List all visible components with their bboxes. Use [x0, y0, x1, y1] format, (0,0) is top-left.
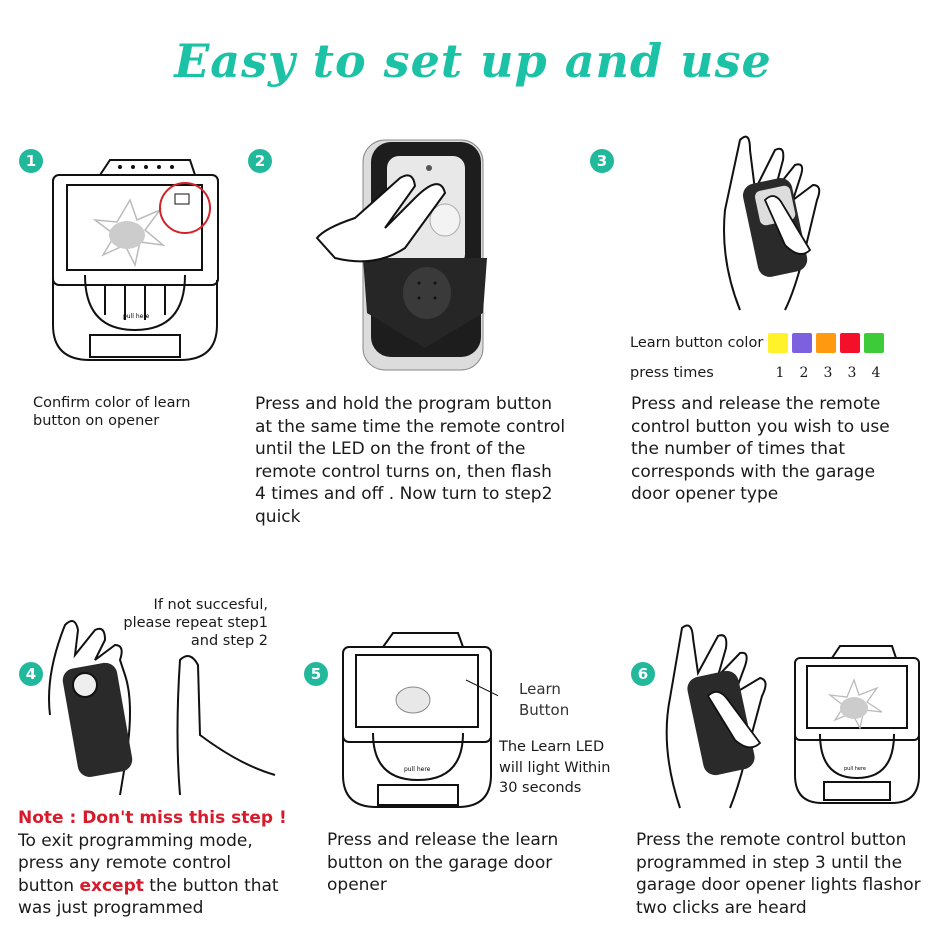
step-badge-6: 6: [631, 662, 655, 686]
step-2-caption: Press and hold the program button at the…: [255, 394, 566, 527]
step-1-caption: Confirm color of learn button on opener: [33, 395, 191, 429]
learn-color-label: Learn button color: [630, 335, 764, 351]
step-badge-3: 3: [590, 149, 614, 173]
swatch-purple: [792, 333, 812, 353]
learn-button-color-table: Learn button color press times 1 2 3 3 4: [630, 328, 888, 388]
hand-remote-illustration-4: [48, 620, 276, 796]
page-title: Easy to set up and use: [174, 34, 772, 88]
except-emphasis: except: [79, 875, 144, 896]
step-4-note: Note : Don't miss this step ! To exit pr…: [18, 807, 287, 920]
hand-remote-illustration-6: [665, 624, 767, 809]
press-count: 3: [847, 365, 857, 381]
step-3-caption: Press and release the remote control but…: [631, 394, 890, 504]
press-count: 1: [775, 365, 785, 381]
swatch-orange: [816, 333, 836, 353]
garage-opener-illustration-1: pull here: [52, 159, 219, 361]
step-4-caption-post: the button that was just programmed: [18, 875, 279, 919]
press-count: 3: [823, 365, 833, 381]
step-badge-1: 1: [19, 149, 43, 173]
step-6-caption: Press the remote control button programm…: [636, 830, 921, 918]
pull-here-label: pull here: [844, 766, 866, 772]
note-title: Note : Don't miss this step !: [18, 808, 287, 828]
garage-opener-illustration-5: pull here: [342, 632, 498, 808]
swatch-yellow: [768, 333, 788, 353]
press-count: 2: [799, 365, 809, 381]
garage-opener-illustration-6: pull here: [794, 645, 920, 804]
step-badge-5: 5: [304, 662, 328, 686]
step-4-caption-pre: To exit programming mode, press any remo…: [18, 830, 253, 896]
press-times-label: press times: [630, 365, 714, 381]
pull-here-label: pull here: [404, 766, 431, 773]
pull-here-label: pull here: [123, 313, 150, 320]
step-4-callout: If not succesful, please repeat step1 an…: [123, 597, 268, 649]
step-badge-2: 2: [248, 149, 272, 173]
learn-led-note: The Learn LED will light Within 30 secon…: [499, 739, 611, 796]
press-count: 4: [871, 365, 881, 381]
learn-button-label: Learn Button: [519, 680, 570, 719]
step-5-caption: Press and release the learn button on th…: [327, 830, 559, 895]
remote-two-finger-illustration: [315, 139, 487, 371]
swatch-red: [840, 333, 860, 353]
step-badge-4: 4: [19, 662, 43, 686]
hand-remote-illustration-3: [723, 135, 821, 311]
swatch-green: [864, 333, 884, 353]
